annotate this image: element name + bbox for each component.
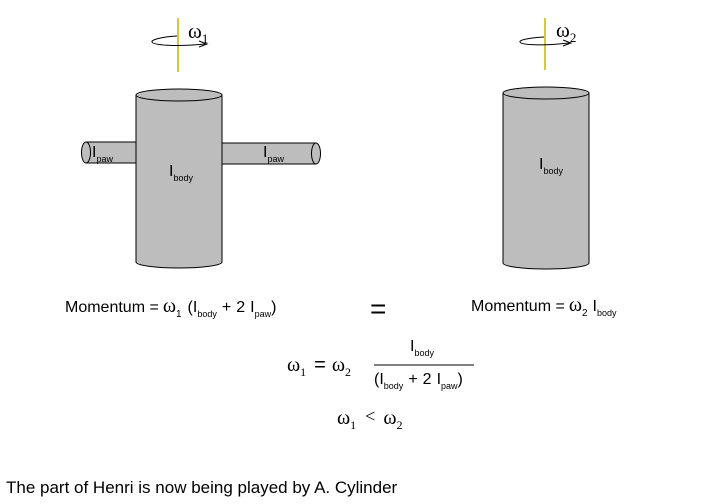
caption: The part of Henri is now being played by… xyxy=(6,478,398,497)
right-body-moment-symbol: I xyxy=(539,156,543,173)
svg-text:ω1=ω2: ω1=ω2 xyxy=(287,354,351,379)
right-paw-moment-symbol: I xyxy=(263,144,267,161)
right-rotation-arrowhead-icon xyxy=(562,39,573,47)
omega-2-symbol: ω xyxy=(556,18,570,42)
left-rotation-arrowhead-icon xyxy=(198,40,209,48)
fraction-numerator: Ibody xyxy=(410,338,434,358)
omega-2-subscript: 2 xyxy=(570,30,577,45)
omega-1-subscript: 1 xyxy=(202,31,209,46)
right-paw xyxy=(222,142,321,165)
left-rotation-arrow-icon xyxy=(151,35,206,46)
right-body-cylinder xyxy=(502,86,590,270)
right-cylinder: ω2 Ibody xyxy=(502,18,590,270)
right-body-subscript: body xyxy=(543,166,563,176)
svg-text:Ipaw: Ipaw xyxy=(92,144,113,164)
left-body-moment-symbol: I xyxy=(169,163,173,180)
svg-text:Ibody: Ibody xyxy=(169,163,193,183)
left-body-subscript: body xyxy=(173,173,193,183)
left-paw-subscript: paw xyxy=(96,154,113,164)
inequality: ω1<ω2 xyxy=(337,406,403,432)
svg-text:Ipaw: Ipaw xyxy=(263,144,284,164)
equals-sign: = xyxy=(370,293,386,324)
left-paw xyxy=(81,141,136,164)
left-cylinder-with-paws: ω1 Ipaw Ipaw Ibody xyxy=(81,18,321,269)
right-rotation-arrow-icon xyxy=(519,36,570,46)
left-body-cylinder xyxy=(135,88,223,269)
svg-text:ω2: ω2 xyxy=(556,18,576,45)
svg-text:ω1: ω1 xyxy=(188,19,208,46)
right-paw-subscript: paw xyxy=(267,154,284,164)
left-paw-moment-symbol: I xyxy=(92,144,96,161)
svg-text:Ibody: Ibody xyxy=(539,156,563,176)
omega-1-symbol: ω xyxy=(188,19,202,43)
